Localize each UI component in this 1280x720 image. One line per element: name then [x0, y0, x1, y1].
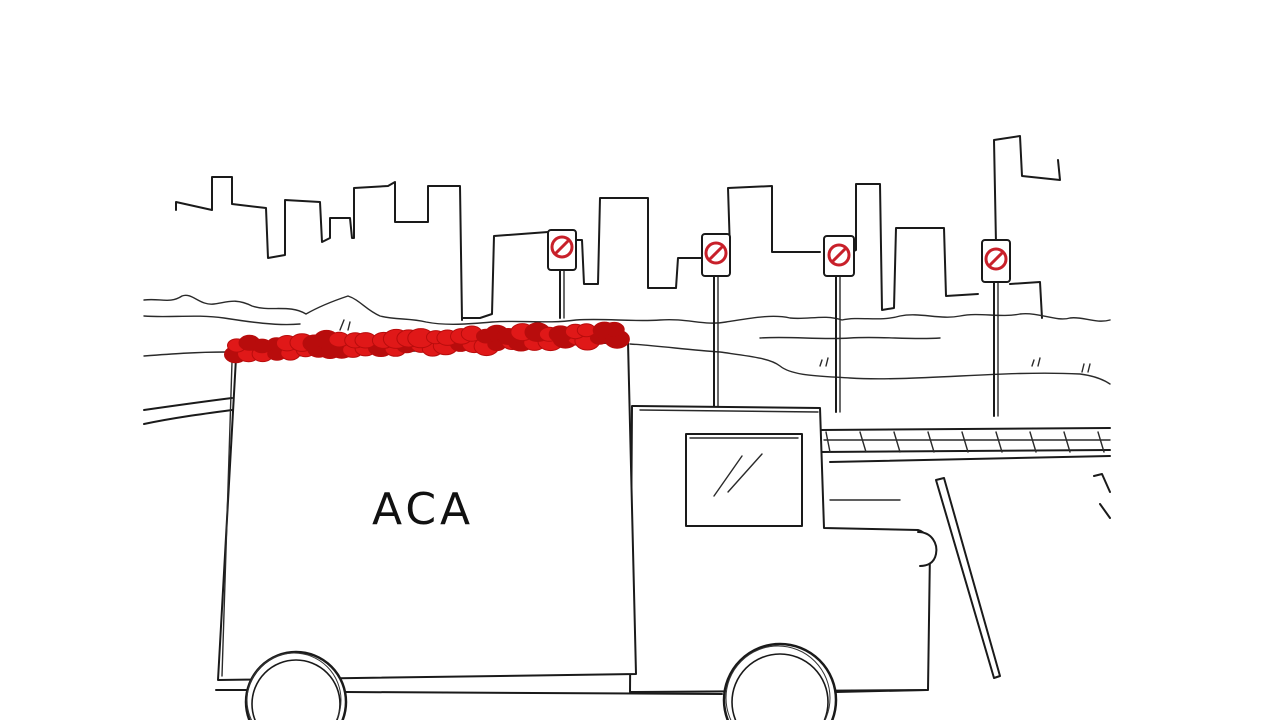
city-skyline — [175, 135, 1061, 321]
no-entry-sign-icon — [984, 247, 1008, 271]
no-entry-sign-icon — [550, 235, 574, 259]
no-entry-sign-icon — [704, 241, 728, 265]
street-signs — [547, 229, 1011, 417]
no-entry-sign-2 — [701, 233, 731, 407]
road — [143, 397, 1111, 679]
rear-wheel — [244, 650, 348, 720]
no-entry-sign-3 — [823, 235, 855, 413]
truck-label: ACA — [372, 484, 474, 535]
truck-window — [685, 433, 803, 527]
front-wheel — [722, 642, 838, 720]
tomato — [603, 321, 625, 338]
no-entry-sign-1 — [547, 229, 577, 319]
tomato-cargo — [224, 321, 630, 364]
truck-wheels — [244, 642, 838, 720]
truck: ACA — [215, 341, 938, 695]
no-entry-sign-4 — [981, 239, 1011, 417]
tree-line — [143, 294, 1111, 385]
no-entry-sign-icon — [827, 243, 851, 267]
